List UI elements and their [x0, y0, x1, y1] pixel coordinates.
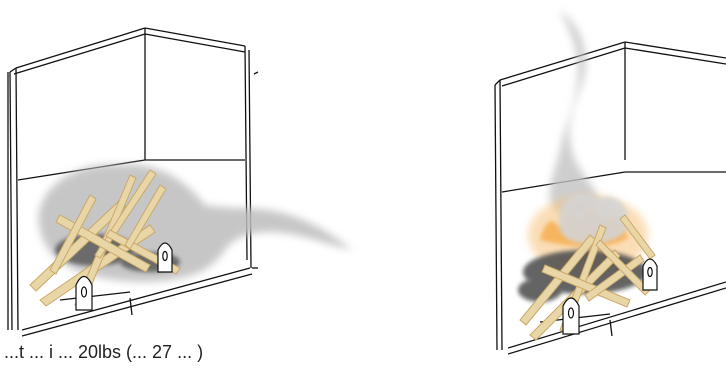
right-andiron-back	[643, 259, 657, 290]
right-smoke-plume	[550, 10, 599, 217]
left-fireplace-panel	[8, 28, 352, 336]
fireplace-comparison-illustration	[0, 0, 726, 360]
left-andiron-front	[76, 277, 92, 311]
right-fireplace-panel	[495, 10, 726, 354]
caption-text: ...t ... i ... 20lbs (... 27 ... )	[4, 341, 424, 371]
right-andiron-front	[563, 298, 579, 334]
left-andiron-back	[158, 243, 172, 272]
right-smoke-puff	[559, 193, 628, 243]
